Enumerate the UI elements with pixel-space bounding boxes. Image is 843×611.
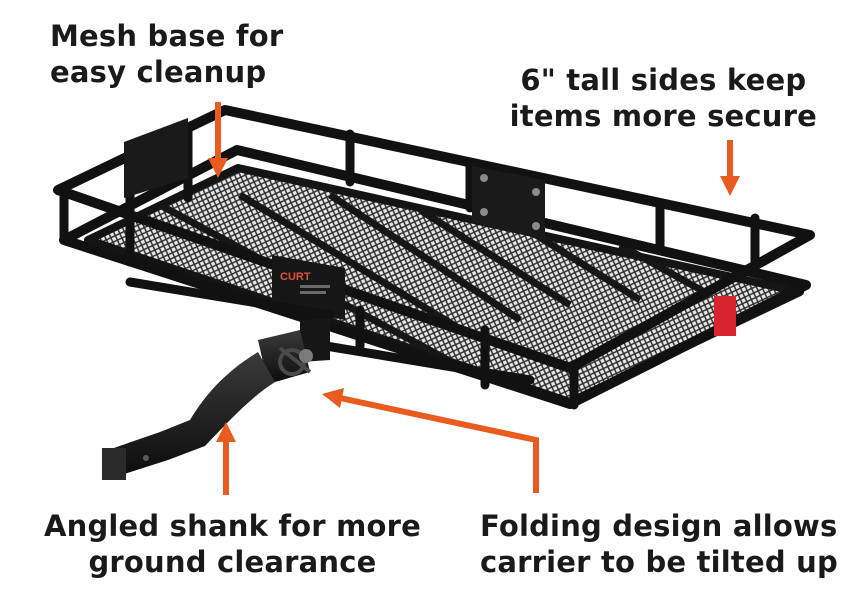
callout-mesh-base-line1: Mesh base for xyxy=(50,19,284,53)
callout-mesh-base: Mesh base for easy cleanup xyxy=(50,18,283,90)
callout-folding-design-line2: carrier to be tilted up xyxy=(480,545,838,579)
callout-tall-sides: 6" tall sides keep items more secure xyxy=(510,62,817,134)
lower-support-bar xyxy=(125,277,535,385)
callout-angled-shank: Angled shank for more ground clearance xyxy=(40,508,425,580)
callout-angled-shank-line2: ground clearance xyxy=(88,545,377,579)
folding-design-arrowhead xyxy=(322,388,344,408)
brand-label: CURT xyxy=(280,271,311,283)
mesh-base-arrow xyxy=(208,102,228,178)
callout-mesh-base-line2: easy cleanup xyxy=(50,55,267,89)
side-bracket-plates xyxy=(124,118,545,240)
callout-arrows xyxy=(208,102,740,495)
callout-angled-shank-line1: Angled shank for more xyxy=(43,509,422,543)
folding-design-arrow xyxy=(339,395,539,493)
tall-sides-arrow xyxy=(720,140,740,196)
hitch-shank xyxy=(102,318,330,480)
callout-folding-design-line1: Folding design allows xyxy=(480,509,838,543)
callout-folding-design: Folding design allows carrier to be tilt… xyxy=(480,508,838,580)
callout-tall-sides-line2: items more secure xyxy=(509,99,817,133)
brand-plate: CURT xyxy=(272,255,345,320)
callout-tall-sides-line1: 6" tall sides keep xyxy=(520,63,807,97)
red-reflector xyxy=(714,296,736,336)
angled-shank-arrow xyxy=(216,422,236,495)
